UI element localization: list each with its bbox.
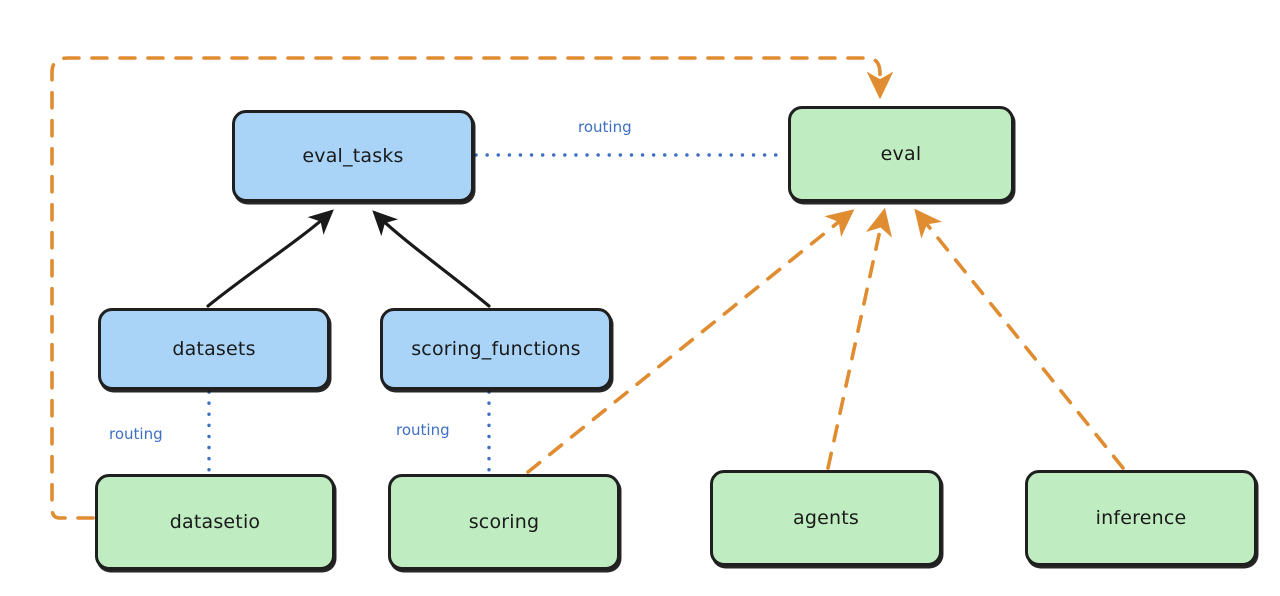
node-inference[interactable]: inference [1025, 470, 1257, 566]
edge-scoring-functions-to-eval-tasks [372, 210, 491, 308]
edge-datasets-to-eval-tasks [206, 209, 334, 308]
node-datasets[interactable]: datasets [98, 308, 330, 390]
node-label: eval_tasks [302, 145, 404, 167]
edge-label-routing-datasets-datasetio: routing [109, 425, 163, 443]
edge-inference-to-eval [914, 208, 1125, 470]
node-label: scoring [468, 511, 540, 533]
edge-label-routing-scoring-functions-scoring: routing [396, 421, 450, 439]
edge-agents-to-eval [826, 207, 893, 470]
node-eval-tasks[interactable]: eval_tasks [232, 110, 474, 202]
node-scoring-functions[interactable]: scoring_functions [380, 308, 612, 390]
node-agents[interactable]: agents [710, 470, 942, 566]
node-label: agents [793, 507, 859, 529]
edge-scoring-to-eval [526, 209, 855, 474]
node-label: eval [880, 143, 922, 165]
edge-datasetio-to-eval [50, 56, 894, 520]
node-scoring[interactable]: scoring [388, 474, 620, 570]
node-datasetio[interactable]: datasetio [95, 474, 335, 570]
node-label: inference [1095, 507, 1187, 529]
node-eval[interactable]: eval [788, 106, 1014, 202]
edge-label-routing-eval-tasks-eval: routing [578, 118, 632, 136]
node-label: datasetio [169, 511, 261, 533]
node-label: datasets [172, 338, 256, 360]
node-label: scoring_functions [411, 338, 581, 360]
